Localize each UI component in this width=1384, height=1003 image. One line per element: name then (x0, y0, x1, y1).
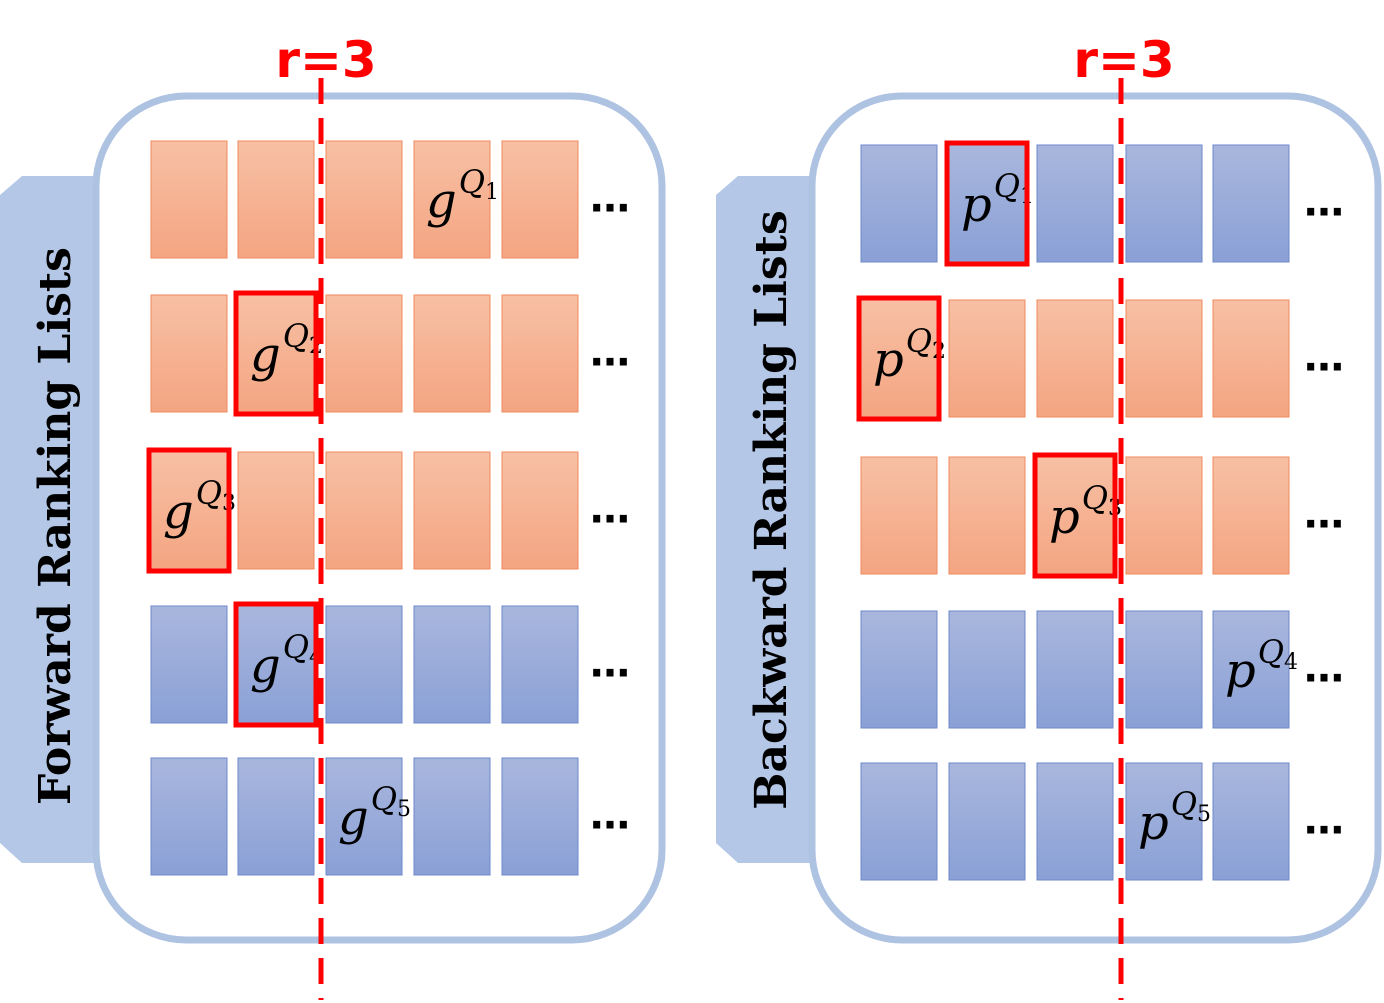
forward-rank-cell-r3-c2 (237, 451, 315, 570)
backward-panel-label: Backward Ranking Lists (746, 210, 797, 810)
forward-cell-label-1: gQ1 (426, 163, 499, 229)
backward-label-tab (716, 176, 826, 863)
forward-rank-cell-r4-c1 (150, 605, 228, 724)
forward-rank-cell-r3-c4 (413, 451, 491, 570)
forward-highlight-box-4 (233, 601, 319, 728)
backward-rank-cell-r1-c5 (1212, 144, 1290, 263)
forward-rank-cell-r2-c2 (237, 294, 315, 413)
backward-row-ellipsis-5: … (1304, 798, 1344, 844)
backward-rank-cell-r3-c3 (1036, 456, 1114, 575)
forward-rank-cell-r5-c1 (150, 757, 228, 876)
backward-rank-cell-r4-c2 (948, 610, 1026, 729)
backward-panel: Backward Ranking Lists pQ1…pQ2…pQ3…pQ4…p… (716, 31, 1382, 1000)
backward-cell-label-4: pQ4 (1225, 633, 1298, 699)
forward-rank-cell-r2-c1 (150, 294, 228, 413)
forward-rank-cell-r5-c4 (413, 757, 491, 876)
backward-rank-cell-r5-c5 (1212, 762, 1290, 881)
forward-row-ellipsis-2: … (590, 330, 630, 376)
forward-cell-label-4: gQ4 (250, 628, 323, 694)
backward-rank-cell-r5-c2 (948, 762, 1026, 881)
backward-rank-cell-r1-c4 (1125, 144, 1203, 263)
backward-row-ellipsis-3: … (1304, 492, 1344, 538)
forward-rank-cell-r1-c5 (501, 140, 579, 259)
backward-rank-cell-r2-c4 (1125, 299, 1203, 418)
forward-rank-cell-r5-c2 (237, 757, 315, 876)
forward-rank-cell-r1-c4 (413, 140, 491, 259)
forward-rank-cell-r5-c5 (501, 757, 579, 876)
backward-rank-cell-r3-c2 (948, 456, 1026, 575)
forward-highlight-box-2 (233, 290, 319, 417)
forward-row-ellipsis-4: … (590, 641, 630, 687)
backward-cell-label-2: pQ2 (873, 322, 946, 388)
backward-rank-cell-r2-c2 (948, 299, 1026, 418)
forward-cells: gQ1…gQ2…gQ3…gQ4…gQ5… (146, 140, 630, 876)
backward-rank-cell-r2-c5 (1212, 299, 1290, 418)
forward-threshold-label: r=3 (275, 31, 376, 89)
backward-rank-cell-r5-c1 (860, 762, 938, 881)
forward-rank-cell-r4-c3 (325, 605, 403, 724)
backward-rank-cell-r4-c5 (1212, 610, 1290, 729)
backward-rank-cell-r2-c1 (860, 299, 938, 418)
backward-row-ellipsis-4: … (1304, 646, 1344, 692)
backward-cell-label-1: pQ1 (961, 167, 1034, 233)
backward-rank-cell-r3-c5 (1212, 456, 1290, 575)
forward-row-ellipsis-3: … (590, 487, 630, 533)
forward-rank-cell-r2-c4 (413, 294, 491, 413)
forward-panel: Forward Ranking Lists gQ1…gQ2…gQ3…gQ4…gQ… (0, 31, 666, 1000)
forward-rank-cell-r2-c3 (325, 294, 403, 413)
forward-rank-cell-r5-c3 (325, 757, 403, 876)
backward-rank-cell-r4-c3 (1036, 610, 1114, 729)
backward-cells: pQ1…pQ2…pQ3…pQ4…pQ5… (856, 140, 1344, 881)
backward-rank-cell-r1-c3 (1036, 144, 1114, 263)
backward-rank-cell-r5-c4 (1125, 762, 1203, 881)
backward-row-ellipsis-1: … (1304, 180, 1344, 226)
forward-panel-label: Forward Ranking Lists (30, 247, 81, 805)
backward-threshold-label: r=3 (1073, 31, 1174, 89)
backward-rank-cell-r1-c2 (948, 144, 1026, 263)
forward-label-tab (0, 176, 110, 863)
forward-rank-cell-r1-c1 (150, 140, 228, 259)
forward-rank-cell-r3-c5 (501, 451, 579, 570)
forward-cell-label-2: gQ2 (250, 317, 323, 383)
forward-row-ellipsis-1: … (590, 176, 630, 222)
backward-row-ellipsis-2: … (1304, 335, 1344, 381)
backward-rank-cell-r1-c1 (860, 144, 938, 263)
forward-cell-label-5: gQ5 (338, 780, 411, 846)
forward-rank-cell-r3-c3 (325, 451, 403, 570)
backward-rank-cell-r3-c1 (860, 456, 938, 575)
backward-highlight-box-1 (944, 140, 1030, 267)
forward-rank-cell-r3-c1 (150, 451, 228, 570)
forward-rank-cell-r2-c5 (501, 294, 579, 413)
forward-rank-cell-r4-c5 (501, 605, 579, 724)
backward-cell-label-5: pQ5 (1138, 785, 1211, 851)
forward-highlight-box-3 (146, 447, 232, 574)
backward-rank-cell-r5-c3 (1036, 762, 1114, 881)
backward-rank-cell-r2-c3 (1036, 299, 1114, 418)
forward-rank-cell-r4-c4 (413, 605, 491, 724)
backward-highlight-box-3 (1032, 452, 1118, 579)
forward-rank-cell-r1-c3 (325, 140, 403, 259)
backward-rank-cell-r4-c4 (1125, 610, 1203, 729)
forward-rank-cell-r1-c2 (237, 140, 315, 259)
backward-highlight-box-2 (856, 295, 942, 422)
forward-row-ellipsis-5: … (590, 793, 630, 839)
backward-rank-cell-r4-c1 (860, 610, 938, 729)
backward-rank-cell-r3-c4 (1125, 456, 1203, 575)
